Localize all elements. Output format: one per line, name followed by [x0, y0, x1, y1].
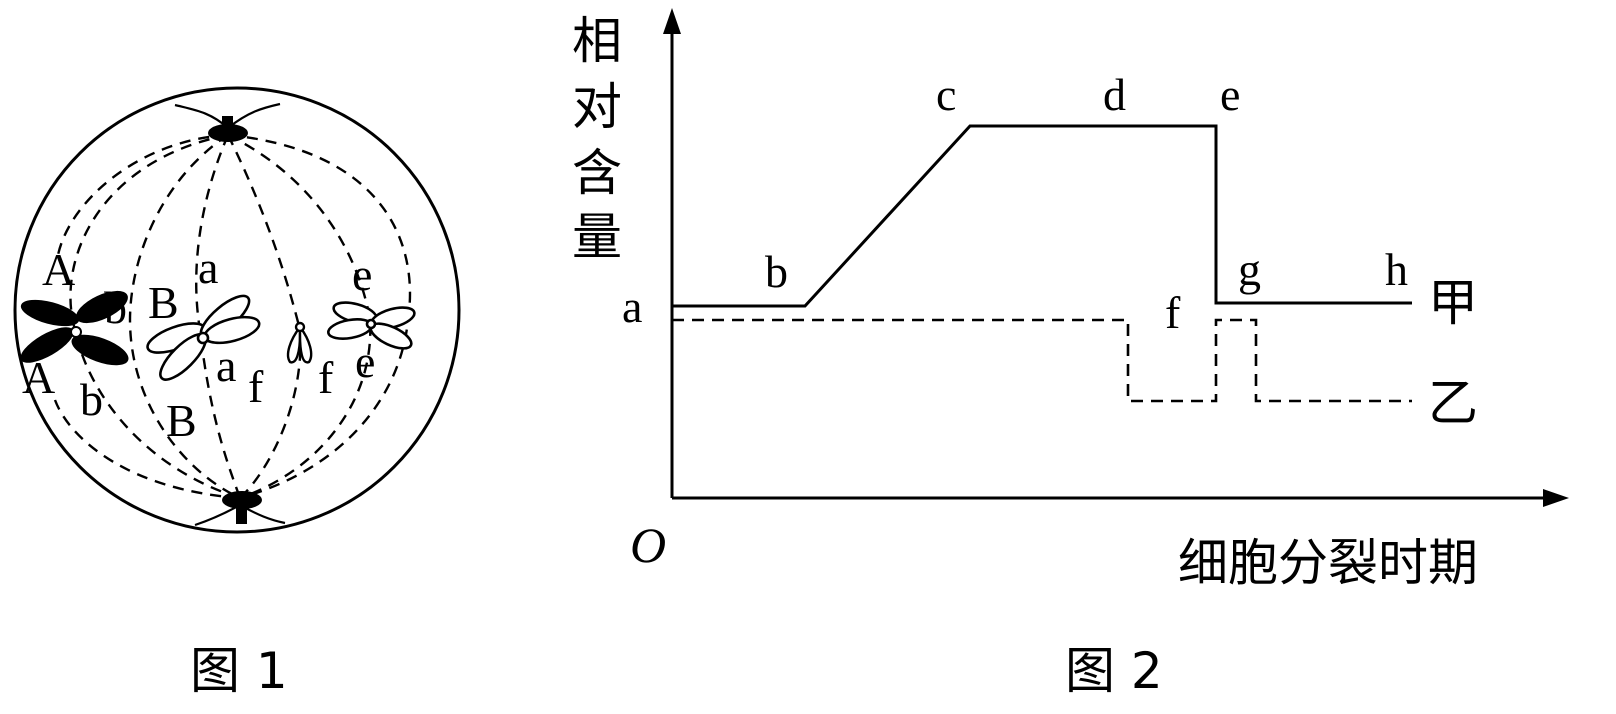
point-label-f: f	[1165, 287, 1181, 338]
allele-label-a-upper: a	[198, 242, 218, 293]
upper-centrosome	[208, 116, 248, 142]
point-label-e: e	[1220, 69, 1240, 120]
figure1-cell-diagram: A A b b B B a a f f e e 图 1	[13, 86, 461, 700]
allele-label-b-upper: b	[104, 282, 127, 333]
allele-label-f-left: f	[248, 361, 264, 412]
allele-label-B-upper: B	[148, 277, 179, 328]
allele-label-A-upper: A	[42, 244, 75, 295]
y-axis-label-char-2: 对	[572, 78, 622, 136]
figure2-line-graph: 相 对 含 量 细胞分裂时期 O a b c d e f g h 甲 乙 图 2	[572, 8, 1569, 700]
allele-label-e-upper: e	[352, 249, 372, 300]
allele-label-A-lower: A	[22, 352, 55, 403]
y-axis-label-char-1: 相	[572, 12, 622, 70]
point-label-h: h	[1385, 244, 1408, 295]
figure1-caption: 图 1	[190, 642, 288, 700]
origin-label: O	[630, 517, 666, 573]
allele-label-a-lower: a	[216, 340, 236, 391]
cell-membrane	[13, 86, 461, 534]
allele-label-b-lower: b	[80, 374, 103, 425]
x-axis-arrowhead	[1543, 489, 1569, 507]
curve-yi	[672, 318, 1412, 403]
allele-label-e-lower: e	[355, 336, 375, 387]
lower-centrosome	[222, 491, 262, 524]
allele-label-f-right: f	[318, 352, 334, 403]
chromosome-small-f	[286, 321, 313, 364]
point-label-b: b	[765, 246, 788, 297]
chromosome-white-Ba	[146, 294, 261, 381]
point-label-d: d	[1103, 69, 1126, 120]
series-label-yi: 乙	[1428, 374, 1478, 432]
y-axis-label-char-3: 含	[572, 144, 622, 202]
y-axis-label-char-4: 量	[572, 208, 622, 266]
chromosome-white-e	[326, 301, 416, 350]
allele-label-B-lower: B	[166, 395, 197, 446]
series-label-jia: 甲	[1428, 274, 1478, 332]
chromosome-black-Ab	[20, 290, 129, 366]
point-label-g: g	[1238, 244, 1261, 295]
x-axis-label: 细胞分裂时期	[1178, 534, 1478, 592]
point-label-c: c	[936, 69, 956, 120]
curve-jia	[672, 124, 1412, 308]
y-axis-arrowhead	[663, 8, 681, 34]
figure2-caption: 图 2	[1065, 642, 1163, 700]
point-label-a: a	[622, 281, 642, 332]
